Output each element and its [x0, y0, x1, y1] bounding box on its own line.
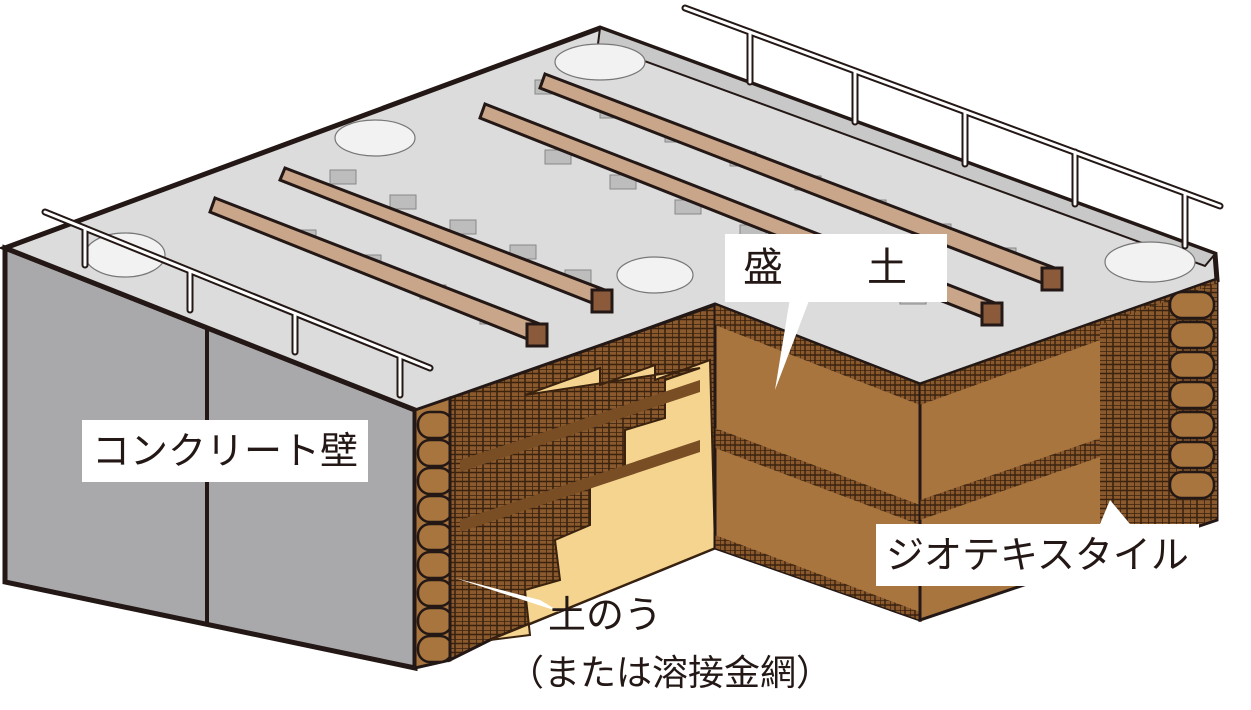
cut-face-right — [713, 302, 922, 623]
handrail-left-inner — [43, 210, 432, 397]
callout-pointers — [455, 298, 1130, 612]
handrail-right-inner — [683, 6, 1222, 248]
ballast — [84, 43, 1196, 294]
label-embankment: 盛 土 — [725, 234, 947, 302]
label-geotextile: ジオテキスタイル — [876, 524, 1199, 586]
sandbag-column-left — [413, 395, 454, 670]
cut-face-left — [448, 302, 717, 663]
label-sandbag-alternative: （または溶接金網） — [508, 653, 833, 694]
label-sandbag: 土のう — [548, 593, 663, 637]
label-concrete-wall: コンクリート壁 — [82, 420, 369, 482]
